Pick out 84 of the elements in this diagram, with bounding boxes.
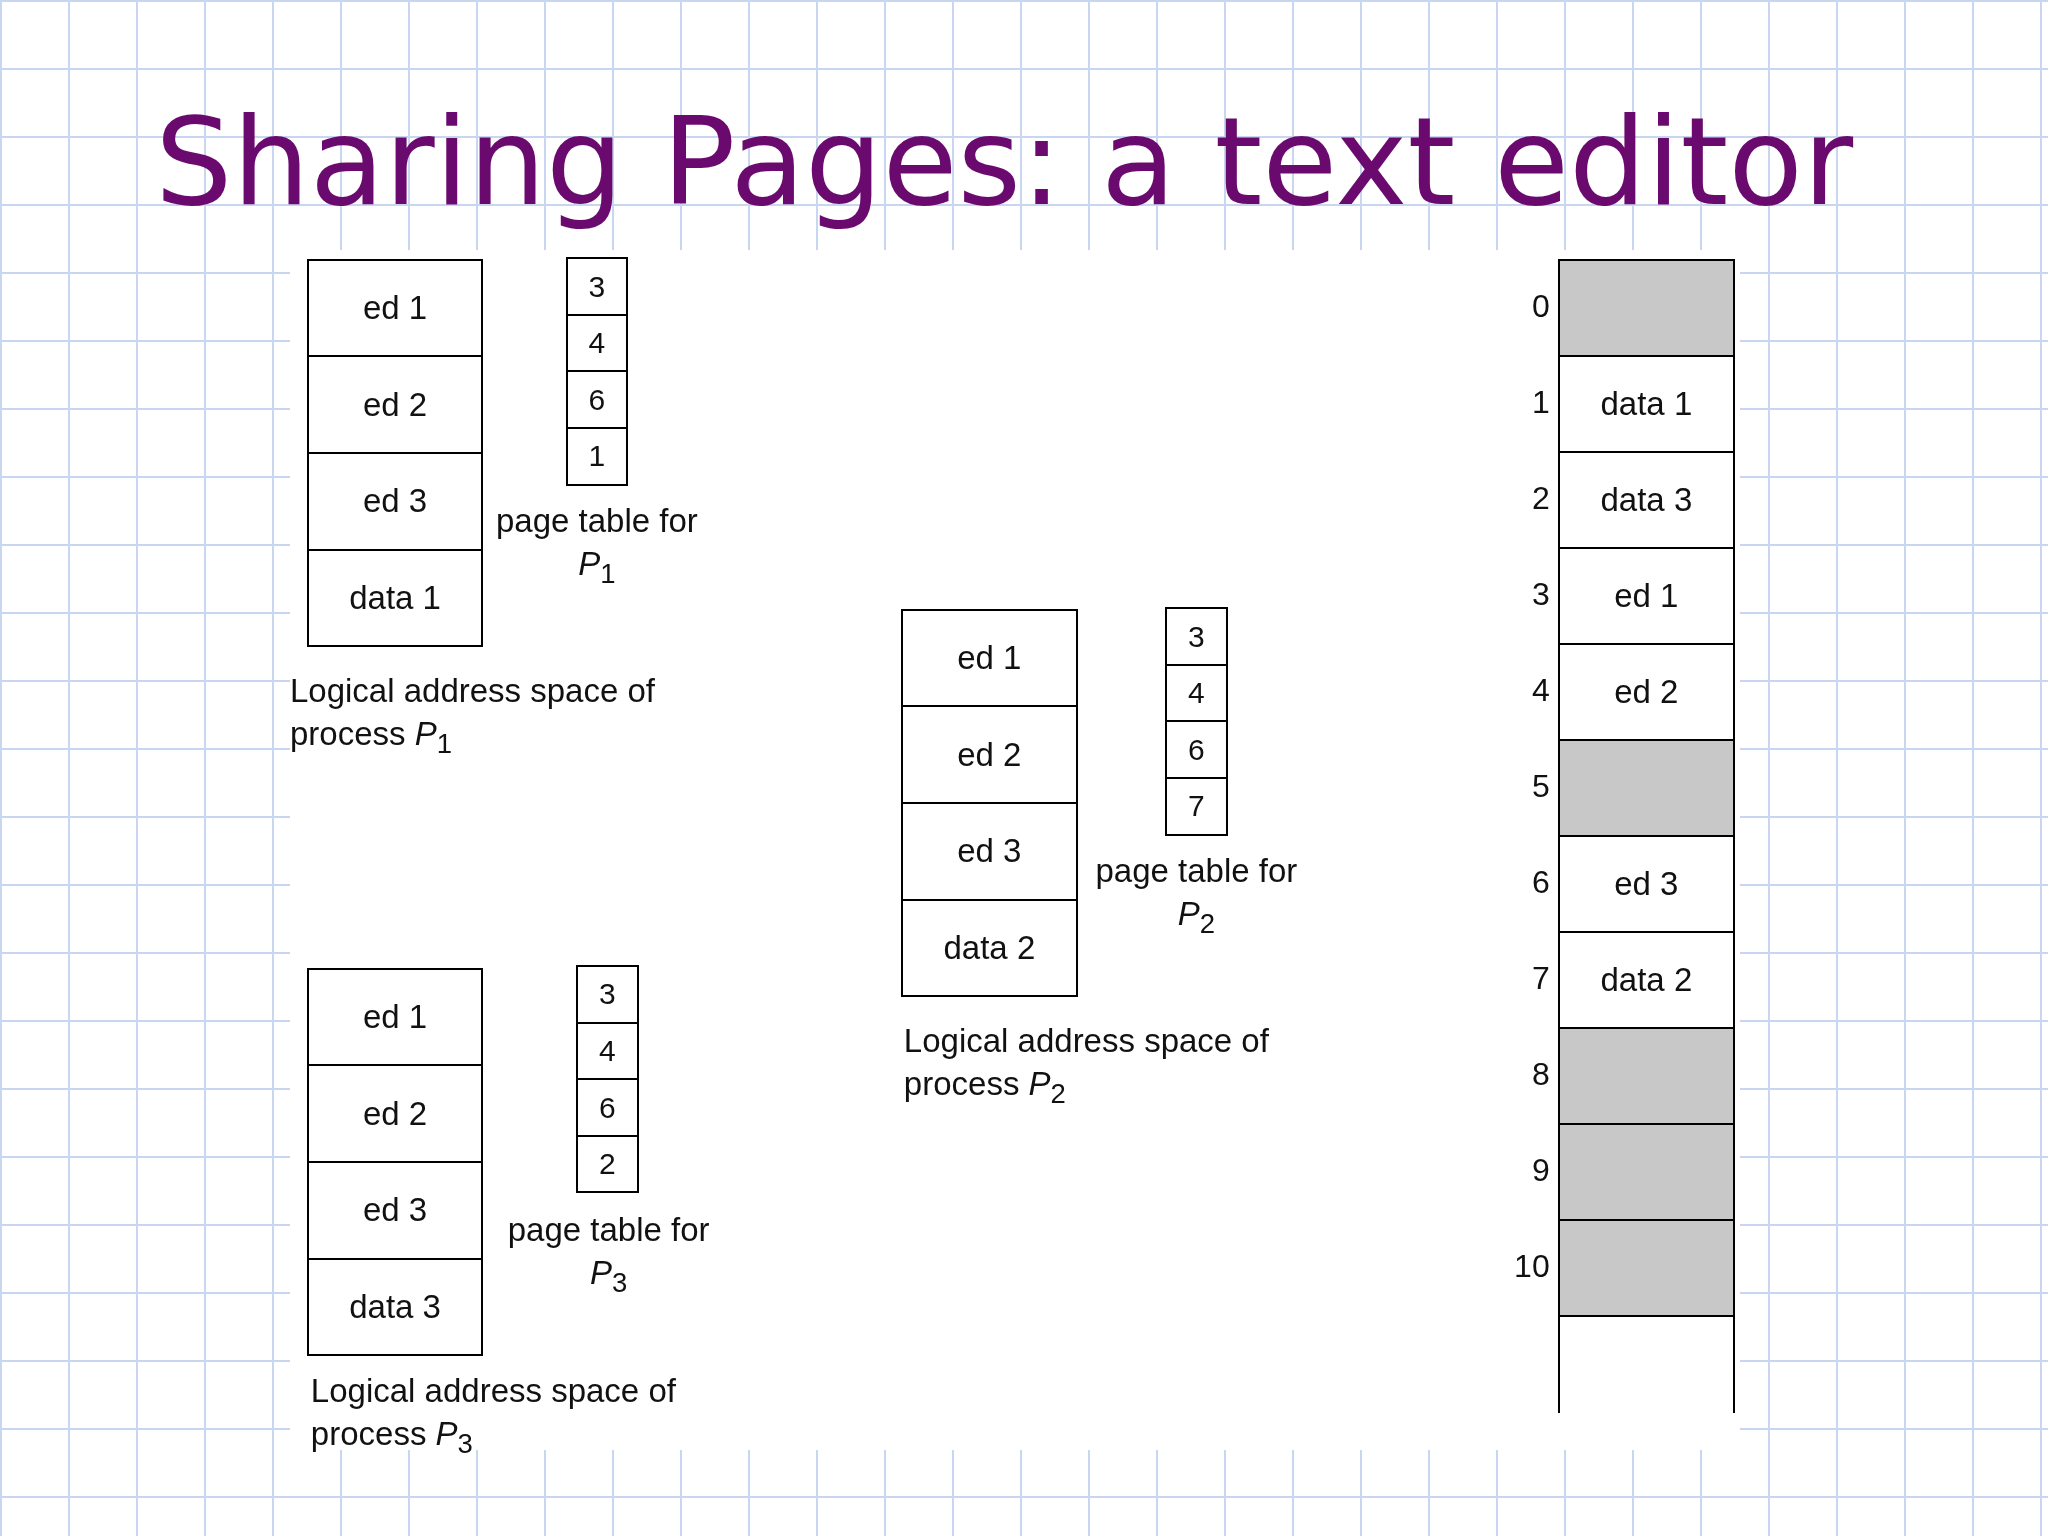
cell-text: ed 2: [362, 385, 428, 424]
page-table-entry: [576, 1134, 639, 1194]
page-table-entry: [576, 965, 639, 1024]
cell-text: ed 3: [362, 1191, 428, 1230]
cell-text: ed 3: [362, 482, 428, 521]
cell-text: ed 1: [362, 998, 428, 1037]
cell-text: 3: [588, 269, 606, 304]
cell-text: ed 2: [1614, 672, 1679, 711]
page-table-entry: [576, 1021, 639, 1081]
cell-text: 6: [599, 1090, 616, 1125]
cell-text: ed 1: [1614, 576, 1679, 615]
caption: page table for P$_{3}$: [506, 1210, 711, 1300]
memory-frame: [1558, 450, 1735, 549]
cell-text: 6: [1188, 732, 1205, 767]
cell-text: ed 2: [362, 1094, 428, 1133]
caption: Logical address space of process P$_{1}$: [289, 671, 656, 761]
page-cell: [901, 705, 1078, 804]
cell-text: 1: [588, 439, 606, 474]
frame-number: 9: [1530, 1151, 1550, 1189]
memory-frame: [1558, 1314, 1735, 1413]
page-table-entry: [1165, 607, 1228, 666]
frame-number: 4: [1530, 671, 1550, 709]
page-cell: [306, 548, 484, 648]
caption: Logical address space of process P$_{3}$: [310, 1371, 677, 1461]
page-cell: [306, 1161, 484, 1260]
page-cell: [901, 608, 1078, 708]
page-cell: [306, 258, 484, 358]
cell-text: ed 1: [362, 288, 428, 327]
cell-text: ed 3: [1614, 864, 1679, 903]
cell-text: 2: [599, 1147, 616, 1182]
caption: page table for P$_{1}$: [494, 501, 699, 591]
cell-text: 4: [1188, 676, 1205, 711]
cell-text: 4: [588, 326, 606, 361]
memory-frame: [1558, 258, 1735, 357]
page-cell: [306, 355, 484, 454]
page-table-entry: [565, 313, 629, 373]
frame-number: 5: [1530, 767, 1550, 805]
cell-text: data 2: [943, 928, 1036, 967]
page-table-entry: [565, 370, 629, 429]
memory-frame: [1558, 546, 1735, 645]
page-table-entry: [1165, 777, 1228, 836]
frame-number: 7: [1530, 959, 1550, 997]
page-table-entry: [1165, 663, 1228, 723]
cell-text: 3: [599, 977, 616, 1012]
cell-text: data 3: [1600, 480, 1693, 519]
cell-text: data 1: [1600, 384, 1693, 423]
slide-title: Sharing Pages: a text editor: [155, 95, 1854, 230]
cell-text: data 1: [349, 578, 441, 617]
frame-number: 3: [1530, 575, 1550, 613]
cell-text: 6: [588, 382, 606, 417]
page-table-entry: [1165, 720, 1228, 779]
memory-frame: [1558, 1218, 1735, 1317]
cell-text: data 3: [349, 1288, 441, 1327]
cell-text: 3: [1188, 619, 1205, 654]
page-cell: [901, 801, 1078, 901]
cell-text: data 2: [1600, 960, 1693, 999]
caption: Logical address space of process P$_{2}$: [903, 1021, 1270, 1111]
page-cell: [306, 1064, 484, 1164]
page-cell: [901, 898, 1078, 998]
memory-frame: [1558, 1122, 1735, 1221]
cell-text: ed 1: [957, 638, 1022, 677]
memory-frame: [1558, 642, 1735, 741]
memory-frame: [1558, 1026, 1735, 1125]
frame-number: 8: [1530, 1055, 1550, 1093]
cell-text: 4: [599, 1034, 616, 1069]
frame-number: 6: [1530, 863, 1550, 901]
page-table-entry: [576, 1078, 639, 1137]
memory-frame: [1558, 354, 1735, 453]
page-cell: [306, 1257, 484, 1357]
cell-text: ed 3: [957, 832, 1022, 871]
frame-number: 10: [1513, 1247, 1550, 1285]
frame-number: 1: [1530, 383, 1550, 421]
memory-frame: [1558, 738, 1735, 837]
caption: page table for P$_{2}$: [1094, 851, 1299, 941]
memory-frame: [1558, 834, 1735, 933]
page-table-entry: [565, 426, 629, 486]
page-cell: [306, 451, 484, 551]
cell-text: 7: [1188, 789, 1205, 824]
page-cell: [306, 967, 484, 1067]
page-table-entry: [565, 257, 629, 316]
frame-number: 0: [1530, 287, 1550, 325]
frame-number: 2: [1530, 479, 1550, 517]
memory-frame: [1558, 930, 1735, 1029]
cell-text: ed 2: [957, 735, 1022, 774]
